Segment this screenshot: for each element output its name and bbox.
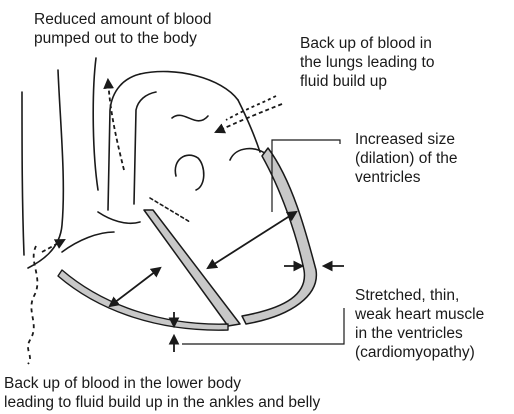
lung-backup-arrow bbox=[216, 104, 282, 132]
interventricular-septum bbox=[144, 210, 240, 326]
reduced-blood-label-line-1: Reduced amount of blood bbox=[34, 10, 212, 29]
backup-lungs-label-line-3: fluid build up bbox=[300, 72, 434, 91]
left-atrium-bump bbox=[230, 149, 266, 160]
increased-size-label-line-1: Increased size bbox=[355, 130, 458, 149]
right-atrium-outline bbox=[98, 212, 140, 223]
reduced-blood-label: Reduced amount of blood pumped out to th… bbox=[34, 10, 212, 48]
backup-lower-body-label: Back up of blood in the lower body leadi… bbox=[4, 374, 320, 412]
stretched-muscle-label-line-2: weak heart muscle bbox=[355, 305, 484, 324]
increased-size-label: Increased size (dilation) of the ventric… bbox=[355, 130, 458, 187]
dilation-arrow-right-ventricle bbox=[110, 268, 160, 306]
vena-cava-outline-right bbox=[28, 70, 63, 268]
stretched-muscle-label-line-3: in the ventricles bbox=[355, 324, 484, 343]
pulmonary-vessel bbox=[93, 58, 98, 190]
right-ventricle-top bbox=[62, 232, 114, 252]
backup-lower-body-label-line-2: leading to fluid build up in the ankles … bbox=[4, 393, 320, 412]
stretched-muscle-label-line-1: Stretched, thin, bbox=[355, 286, 484, 305]
backup-lungs-label-line-2: the lungs leading to bbox=[300, 53, 434, 72]
backup-lower-body-label-line-1: Back up of blood in the lower body bbox=[4, 374, 320, 393]
reduced-blood-label-line-2: pumped out to the body bbox=[34, 29, 212, 48]
lung-wave bbox=[172, 115, 208, 121]
lower-body-backup-arrow bbox=[42, 240, 64, 252]
right-atrium-bump bbox=[175, 155, 203, 190]
aorta-wall-right bbox=[134, 92, 156, 204]
increased-size-label-line-3: ventricles bbox=[355, 168, 458, 187]
dilation-arrow-left-ventricle bbox=[208, 212, 296, 268]
backup-lungs-label: Back up of blood in the lungs leading to… bbox=[300, 34, 434, 91]
lung-backup-arrow-2 bbox=[226, 96, 276, 120]
vena-cava-outline-left bbox=[22, 92, 24, 255]
stretched-muscle-label-line-4: (cardiomyopathy) bbox=[355, 343, 484, 362]
aorta-arch bbox=[140, 72, 238, 100]
left-ventricle-wall bbox=[242, 148, 316, 324]
upper-heart-curve bbox=[238, 100, 260, 152]
backup-lungs-label-line-1: Back up of blood in bbox=[300, 34, 434, 53]
stretched-muscle-label: Stretched, thin, weak heart muscle in th… bbox=[355, 286, 484, 362]
increased-size-label-line-2: (dilation) of the bbox=[355, 149, 458, 168]
